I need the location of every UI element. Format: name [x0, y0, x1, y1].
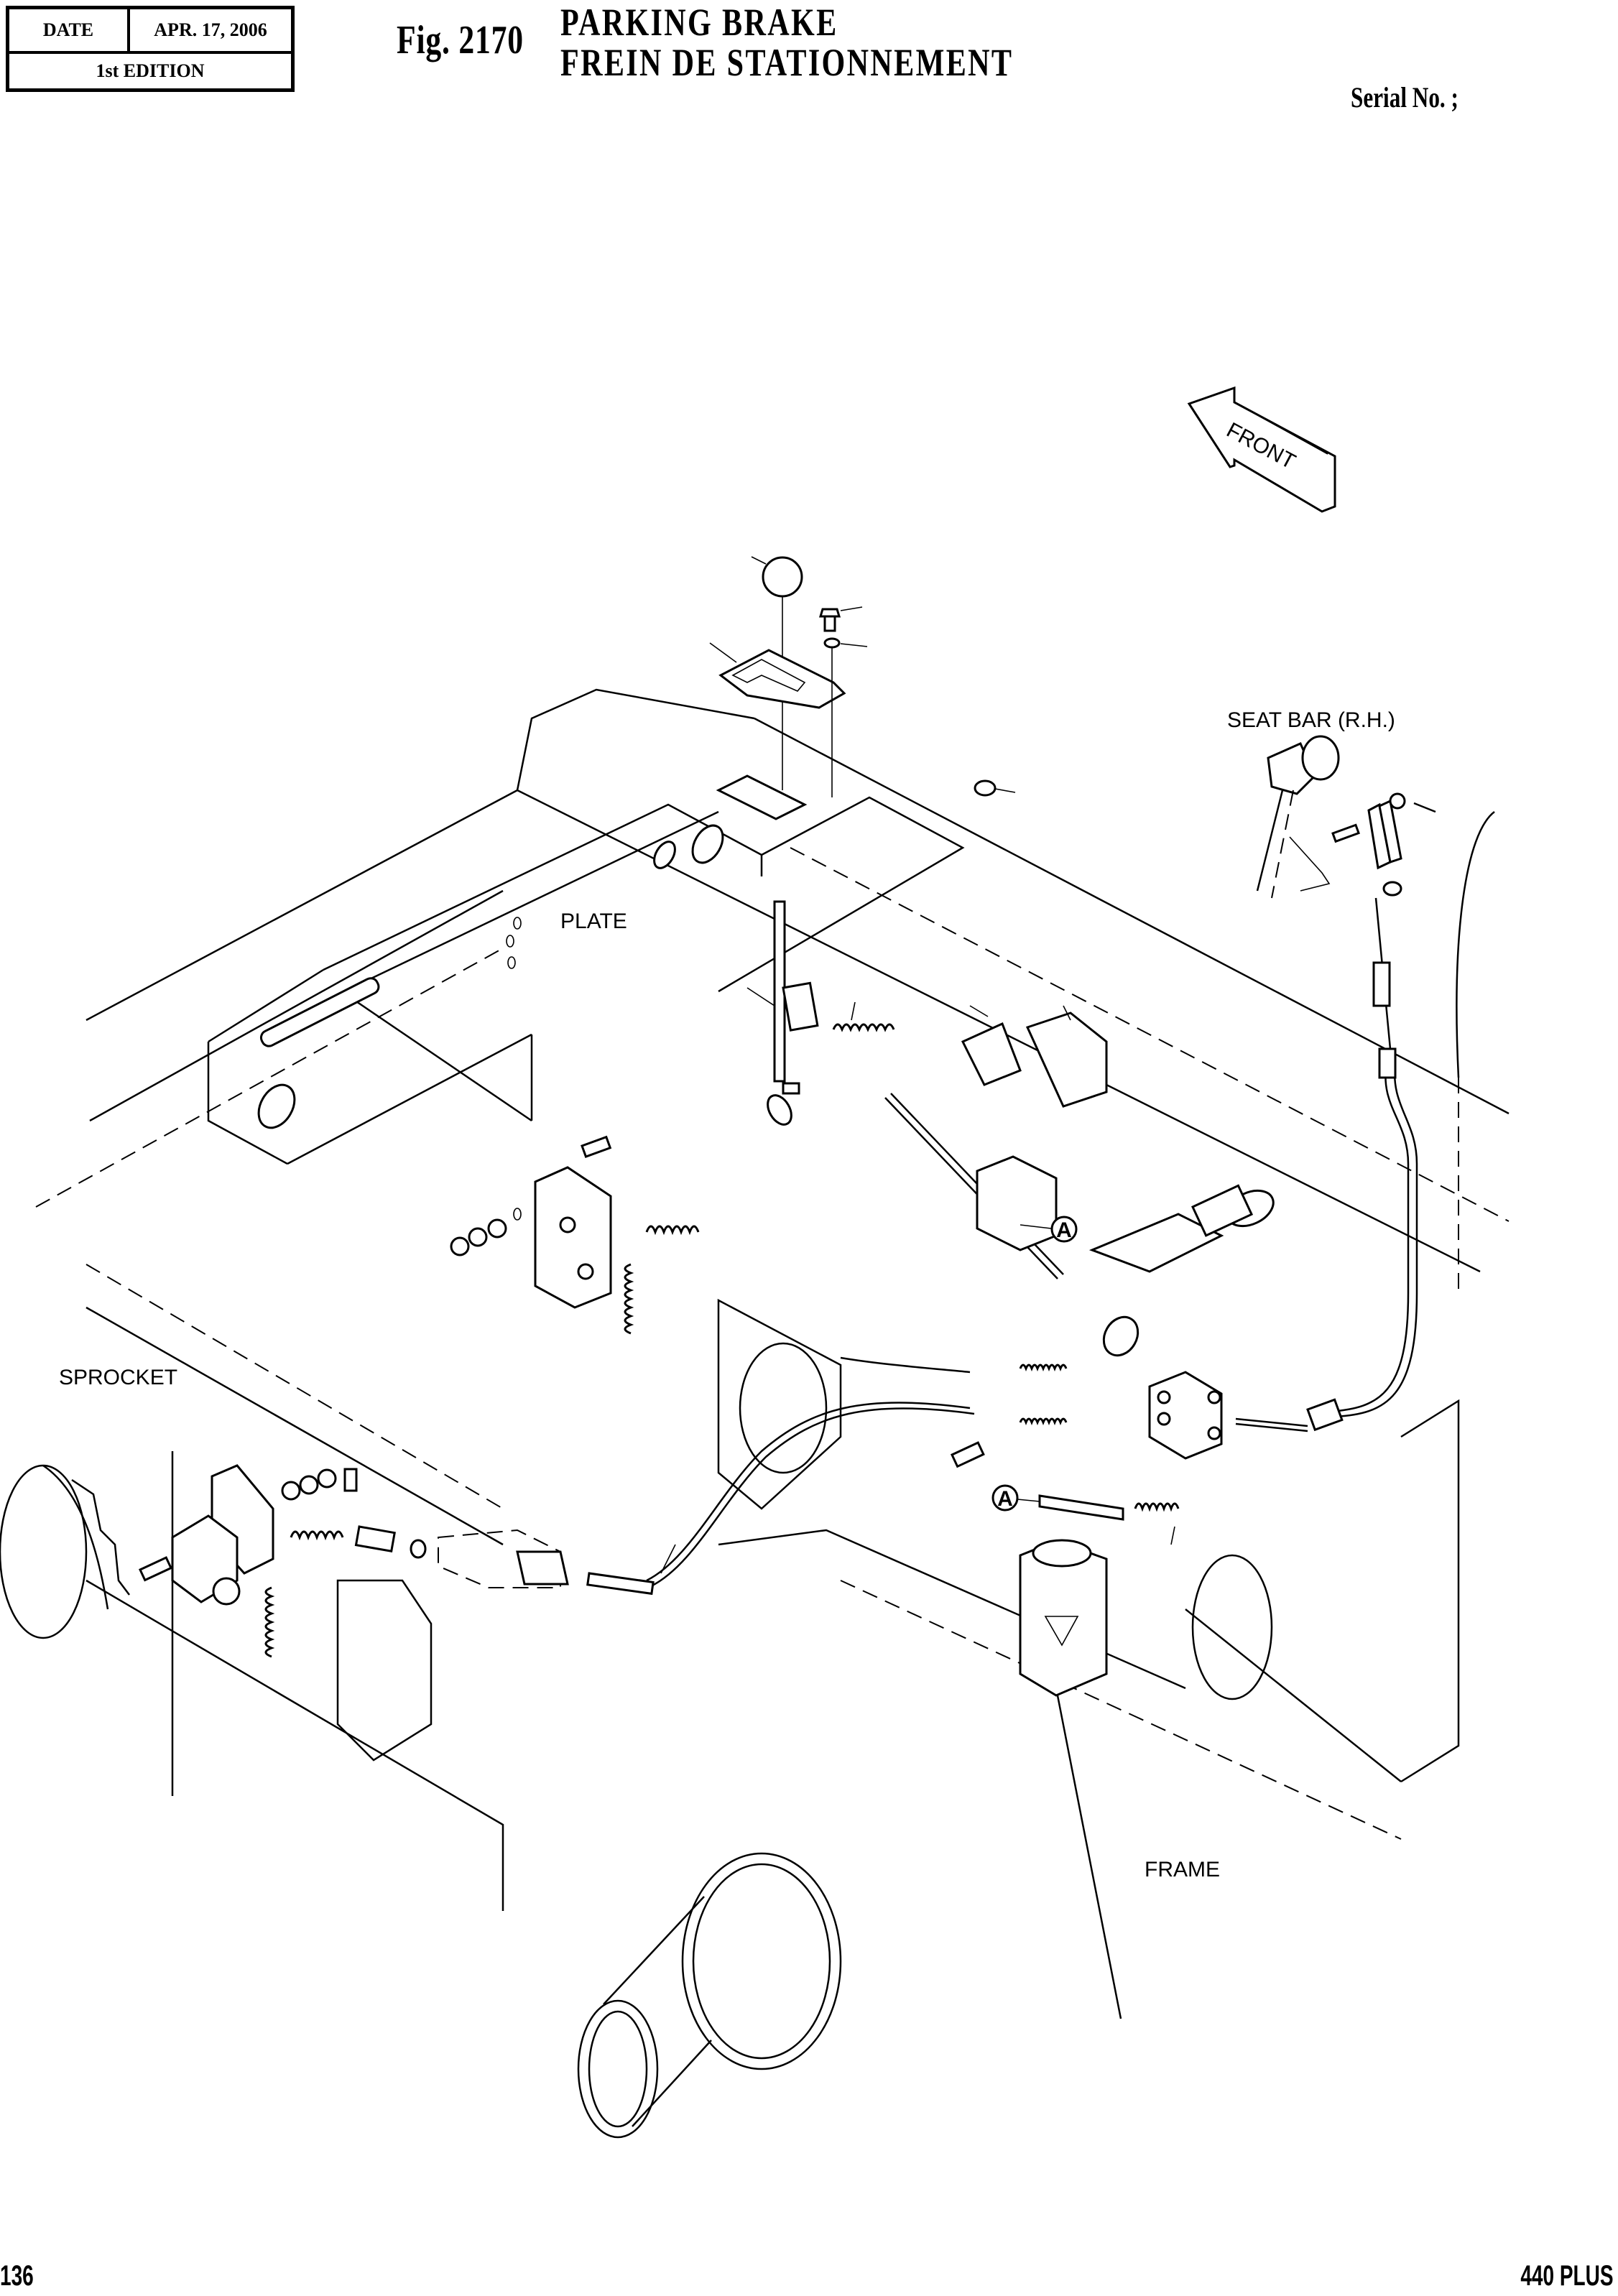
lever-knob-assembly — [709, 556, 1016, 1126]
plate-label: PLATE — [560, 909, 627, 933]
switch-bracket — [961, 1005, 1108, 1108]
bolt — [951, 1441, 985, 1468]
spring-middle — [645, 1225, 700, 1236]
plate-component — [207, 774, 965, 1221]
spring-coil-vertical — [264, 1263, 634, 1658]
page-number: 136 — [0, 2260, 34, 2292]
revision-box: DATE APR. 17, 2006 1st EDITION — [6, 6, 295, 92]
pivot-shaft — [1088, 1184, 1275, 1357]
seat-bar-label: SEAT BAR (R.H.) — [1227, 708, 1395, 732]
reference-marker-a-upper: A — [1020, 1216, 1078, 1243]
model-name: 440 PLUS — [1520, 2260, 1614, 2292]
reference-marker-label: A — [1056, 1218, 1072, 1242]
drive-bearing-cup — [577, 1852, 842, 2139]
frame-label: FRAME — [1145, 1858, 1220, 1881]
edition-label: 1st EDITION — [96, 60, 205, 81]
seat-bar-assembly — [1256, 735, 1436, 899]
frame-pillar-tube — [1019, 1539, 1108, 1697]
brake-bracket-mid — [450, 1135, 612, 1309]
adjustment-rod — [884, 1093, 1064, 1279]
page-title-french: FREIN DE STATIONNEMENT — [560, 41, 1014, 84]
sprocket — [0, 1464, 130, 1639]
page-title-english: PARKING BRAKE — [560, 1, 838, 44]
date-value: APR. 17, 2006 — [154, 19, 267, 40]
spring-upper — [832, 1001, 895, 1032]
serial-number-label: Serial No. ; — [1351, 81, 1458, 114]
date-label: DATE — [9, 9, 130, 51]
frame-lower-outline — [85, 1264, 1460, 2019]
brake-lever-sprocket-side — [139, 1464, 569, 1606]
sprocket-label: SPROCKET — [59, 1366, 177, 1389]
front-direction-arrow-icon: FRONT — [1187, 386, 1336, 513]
date-row: DATE APR. 17, 2006 — [9, 9, 291, 54]
brake-cable-assembly — [586, 897, 1418, 1596]
reference-marker-label: A — [997, 1487, 1013, 1511]
figure-number: Fig. 2170 — [397, 18, 524, 63]
reference-marker-a-lower: A — [991, 1484, 1180, 1545]
spring-sprocket-side — [290, 1530, 344, 1541]
